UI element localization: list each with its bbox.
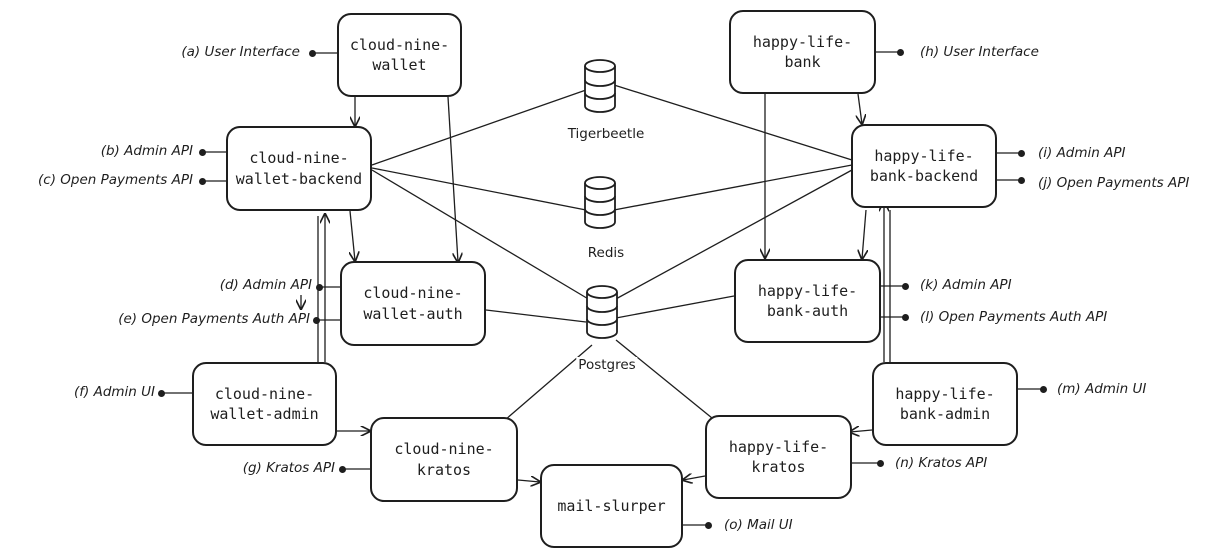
- edge-hl-kratos-postgres: [615, 339, 713, 419]
- happy-life-kratos-node: happy-life- kratos: [705, 415, 852, 499]
- port-f-label: (f) Admin UI: [74, 384, 155, 400]
- port-i-label: (i) Admin API: [1038, 145, 1126, 161]
- edge-hl-kratos-mail: [683, 476, 706, 480]
- port-f-dot: [158, 390, 165, 397]
- port-g-label: (g) Kratos API: [242, 460, 335, 476]
- happy-life-bank-auth-node: happy-life- bank-auth: [734, 259, 881, 343]
- port-i-dot: [1018, 150, 1025, 157]
- port-k-dot: [902, 283, 909, 290]
- happy-life-bank-admin-node: happy-life- bank-admin: [872, 362, 1018, 446]
- mail-slurper-node: mail-slurper: [540, 464, 683, 548]
- postgres-label: Postgres: [576, 357, 638, 373]
- port-j-dot: [1018, 177, 1025, 184]
- edge-cn-backend-tigerbeetle: [371, 89, 587, 166]
- cloud-nine-kratos-node: cloud-nine- kratos: [370, 417, 518, 502]
- port-e-label: (e) Open Payments Auth API: [118, 311, 310, 327]
- happy-life-bank-node: happy-life- bank: [729, 10, 876, 94]
- port-l-dot: [902, 314, 909, 321]
- port-h-label: (h) User Interface: [920, 44, 1039, 60]
- edge-cn-kratos-mail: [517, 480, 540, 482]
- redis-label: Redis: [585, 245, 627, 261]
- port-m-label: (m) Admin UI: [1057, 381, 1147, 397]
- tigerbeetle-label: Tigerbeetle: [565, 126, 647, 142]
- cloud-nine-wallet-auth-label: cloud-nine- wallet-auth: [363, 284, 463, 323]
- happy-life-bank-backend-label: happy-life- bank-backend: [869, 146, 979, 185]
- port-d-label: (d) Admin API: [219, 277, 312, 293]
- port-b-label: (b) Admin API: [100, 143, 193, 159]
- port-c-dot: [199, 178, 206, 185]
- edge-cn-backend-hl-backend-cross: [370, 166, 850, 168]
- port-l-label: (l) Open Payments Auth API: [920, 309, 1108, 325]
- port-a-dot: [309, 50, 316, 57]
- edge-hl-auth-postgres: [615, 295, 735, 319]
- edge-cn-backend-redis: [371, 167, 587, 211]
- port-m-dot: [1040, 386, 1047, 393]
- edge-hl-backend-auth: [862, 209, 866, 259]
- edge-hl-backend-redis: [613, 164, 853, 211]
- edge-cn-auth-postgres: [485, 309, 587, 323]
- cloud-nine-kratos-label: cloud-nine- kratos: [394, 440, 494, 479]
- cloud-nine-wallet-backend-node: cloud-nine- wallet-backend: [226, 126, 372, 211]
- edge-cn-wallet-auth: [447, 96, 458, 262]
- edge-hl-admin-kratos: [850, 430, 873, 432]
- redis-db-icon: [584, 176, 616, 229]
- port-n-dot: [877, 460, 884, 467]
- edge-hl-bank-backend: [858, 93, 862, 124]
- cloud-nine-wallet-backend-label: cloud-nine- wallet-backend: [235, 149, 363, 188]
- cloud-nine-wallet-admin-label: cloud-nine- wallet-admin: [210, 384, 319, 423]
- port-g-dot: [339, 466, 346, 473]
- edge-hl-backend-tigerbeetle: [613, 84, 853, 161]
- happy-life-bank-label: happy-life- bank: [752, 32, 853, 71]
- port-o-dot: [705, 522, 712, 529]
- port-o-label: (o) Mail UI: [724, 517, 793, 533]
- cloud-nine-wallet-node: cloud-nine- wallet: [337, 13, 462, 97]
- cloud-nine-wallet-admin-node: cloud-nine- wallet-admin: [192, 362, 337, 446]
- port-k-label: (k) Admin API: [920, 277, 1012, 293]
- cloud-nine-wallet-label: cloud-nine- wallet: [349, 35, 450, 74]
- happy-life-bank-admin-label: happy-life- bank-admin: [895, 384, 995, 423]
- port-h-dot: [897, 49, 904, 56]
- edge-cn-backend-postgres: [371, 169, 591, 301]
- port-e-dot: [313, 317, 320, 324]
- mail-slurper-label: mail-slurper: [557, 496, 666, 515]
- port-b-dot: [199, 149, 206, 156]
- happy-life-bank-backend-node: happy-life- bank-backend: [851, 124, 997, 208]
- port-d-dot: [316, 284, 323, 291]
- port-a-label: (a) User Interface: [181, 44, 300, 60]
- happy-life-kratos-label: happy-life- kratos: [728, 437, 829, 476]
- postgres-db-icon: [586, 285, 618, 339]
- tigerbeetle-db-icon: [584, 59, 616, 113]
- happy-life-bank-auth-label: happy-life- bank-auth: [757, 281, 858, 320]
- edge-cn-backend-auth: [350, 210, 355, 261]
- port-j-label: (j) Open Payments API: [1038, 175, 1190, 191]
- port-c-label: (c) Open Payments API: [38, 172, 193, 188]
- cloud-nine-wallet-auth-node: cloud-nine- wallet-auth: [340, 261, 486, 346]
- edge-hl-backend-postgres: [613, 169, 853, 301]
- port-n-label: (n) Kratos API: [895, 455, 988, 471]
